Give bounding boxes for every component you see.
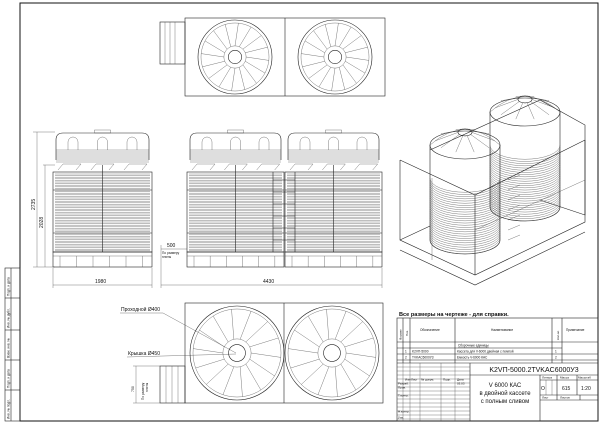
row-name: Емкость V-6000 КАС [457,356,488,360]
iso-frame-back [429,99,586,216]
iso-frame-front [399,139,586,286]
iso-tank-front [429,128,501,255]
sheets-label: Листов [560,396,570,400]
row-qty: 2 [555,356,557,360]
product-name-3: с полным сливом [481,399,529,405]
dim-stair-width: 750 [131,386,135,392]
dim-offset-note: плиты [162,255,172,259]
stamp-label: Подп. и дата [7,277,11,296]
callout-hatch: Проходной Ø400 [121,306,160,313]
col-format: Формат [399,329,403,340]
role: Т.контр. [398,394,409,398]
stamp-label: Взам. инв. № [7,338,11,358]
dim-width: 1980 [95,279,106,285]
front-unit-1 [186,129,285,268]
tank-bottom-1 [189,305,285,401]
dim-stair-note: По размеру [141,382,145,400]
dimensions: 2735 2028 1980 4430 500 По размеру плиты [31,131,383,288]
role: Н.контр. [398,410,410,414]
isometric-view [399,95,586,286]
scale-value: 1:20 [581,386,591,392]
col-designation: Обозначение [420,328,440,332]
dim-offset-note: По размеру [162,251,180,255]
stamp-col: Изм [405,378,411,382]
sheet-label: Лист [542,396,549,400]
bottom-plan-view: 750 По размеру плиты Проходной Ø400 Крыш… [120,302,384,404]
title-block: Все размеры на чертеже - для справки. Фо… [396,312,599,422]
product-name-2: в двойной кассете [479,390,531,397]
stamp-col: Подп. [443,378,451,382]
side-elevation [52,129,153,268]
stamp-col: Дата [457,378,464,382]
side-stamp: Подп. и дата Инв. № дубл. Взам. инв. № П… [4,267,21,422]
table-row: 2 TVKAC6000У3 Емкость V-6000 КАС 2 [405,356,557,360]
col-notes: Примечание [566,328,585,332]
col-qty: Кол-во [556,330,560,340]
section-title: Сборочные единицы [458,344,489,348]
letter-value: О [541,386,545,392]
row-pos: 1 [405,350,407,354]
mass-label: Масса [560,376,569,380]
stamp-label: Инв. № дубл. [7,308,11,328]
row-qty: 1 [555,350,557,354]
col-name: Наименование [491,328,513,332]
stamp-col: Лист [411,378,418,382]
designation: K2VП-5000.2TVKAC6000У3 [489,367,578,374]
stamp-date: 03.03 [457,382,465,386]
stamp-label: Инв. № подл. [7,399,11,419]
row-pos: 2 [405,356,407,360]
ladder [272,172,296,252]
tank-top-1 [197,19,273,95]
dim-offset: 500 [167,243,176,249]
dim-stair-note: плиты [145,382,149,392]
role: Разраб. [398,382,409,386]
stamp-col: № докум. [421,378,434,382]
stamp-label: Подп. и дата [7,369,11,388]
table-row: 1 K2VП-5000 Кассета для V-6000 двойная с… [405,350,557,354]
dim-total-height: 2735 [31,199,37,210]
dim-length: 4430 [263,279,274,285]
mass-value: 615 [562,386,571,392]
role: Утв. [398,416,404,420]
row-code: K2VП-5000 [412,350,429,354]
top-plan-view [159,17,386,97]
general-note: Все размеры на чертеже - для справки. [399,312,509,318]
role: Пров. [398,386,406,390]
product-name-1: V 6000 КАС [489,383,522,389]
iso-tank-back [489,95,561,222]
side-unit [52,129,153,268]
dim-frame-height: 2028 [39,217,45,228]
front-elevation [186,129,383,268]
front-unit-2 [284,129,383,268]
letter-label: Литера [542,376,552,380]
col-pos: Поз. [405,330,409,336]
tank-top-2 [297,19,373,95]
drawing-frame [19,2,599,422]
row-name: Кассета для V-6000 двойная с помпой [457,350,514,354]
scale-label: Масштаб [578,376,591,380]
callout-lid: Крышка Ø450 [128,351,160,357]
tank-bottom-2 [284,305,380,401]
row-code: TVKAC6000У3 [412,356,434,360]
